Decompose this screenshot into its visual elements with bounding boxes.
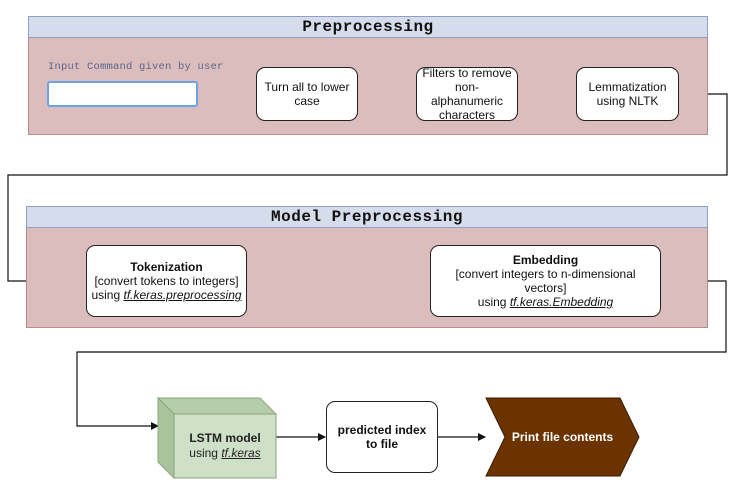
- command-input[interactable]: [47, 81, 198, 107]
- tokenization-lib: tf.keras.preprocessing: [123, 288, 242, 302]
- tokenization-title: Tokenization: [130, 260, 203, 274]
- lstm-lib: tf.keras: [221, 446, 261, 460]
- tokenization-using-line: using tf.keras.preprocessing: [91, 288, 241, 302]
- lstm-model-node: LSTM model using tf.keras: [174, 414, 276, 478]
- predict-node: predicted index to file: [326, 401, 438, 473]
- predict-label: predicted index to file: [337, 423, 427, 451]
- tokenization-step: Tokenization [convert tokens to integers…: [86, 245, 247, 317]
- filter-step-label: Filters to remove non-alphanumeric chara…: [422, 66, 512, 122]
- tokenization-desc: [convert tokens to integers]: [94, 274, 239, 288]
- tokenization-using: using: [91, 288, 124, 302]
- arrow-lemmatization-to-tokenization: [7, 93, 728, 285]
- output-step-shape: [485, 397, 640, 477]
- embedding-lib: tf.keras.Embedding: [509, 295, 614, 309]
- embedding-using-line: using tf.keras.Embedding: [478, 295, 613, 309]
- embedding-using: using: [477, 295, 510, 309]
- arrow-embedding-to-lstm: [76, 280, 727, 430]
- lowercase-step: Turn all to lower case: [256, 67, 358, 121]
- model-preprocessing-title: Model Preprocessing: [26, 206, 708, 228]
- lstm-title: LSTM model: [189, 431, 261, 445]
- embedding-step: Embedding [convert integers to n-dimensi…: [430, 245, 661, 317]
- embedding-desc: [convert integers to n-dimensional vecto…: [455, 267, 636, 295]
- lemmatization-step-label: Lemmatization using NLTK: [588, 80, 667, 108]
- lemmatization-step: Lemmatization using NLTK: [576, 67, 679, 121]
- lstm-using: using: [189, 446, 222, 460]
- embedding-title: Embedding: [512, 253, 579, 267]
- input-label: Input Command given by user: [48, 61, 224, 73]
- lstm-using-line: using tf.keras: [189, 446, 260, 461]
- lowercase-step-label: Turn all to lower case: [264, 80, 350, 108]
- lstm-cube-shape: [156, 396, 278, 480]
- output-node: Print file contents: [511, 430, 614, 444]
- filter-step: Filters to remove non-alphanumeric chara…: [416, 66, 518, 122]
- preprocessing-title: Preprocessing: [28, 16, 708, 38]
